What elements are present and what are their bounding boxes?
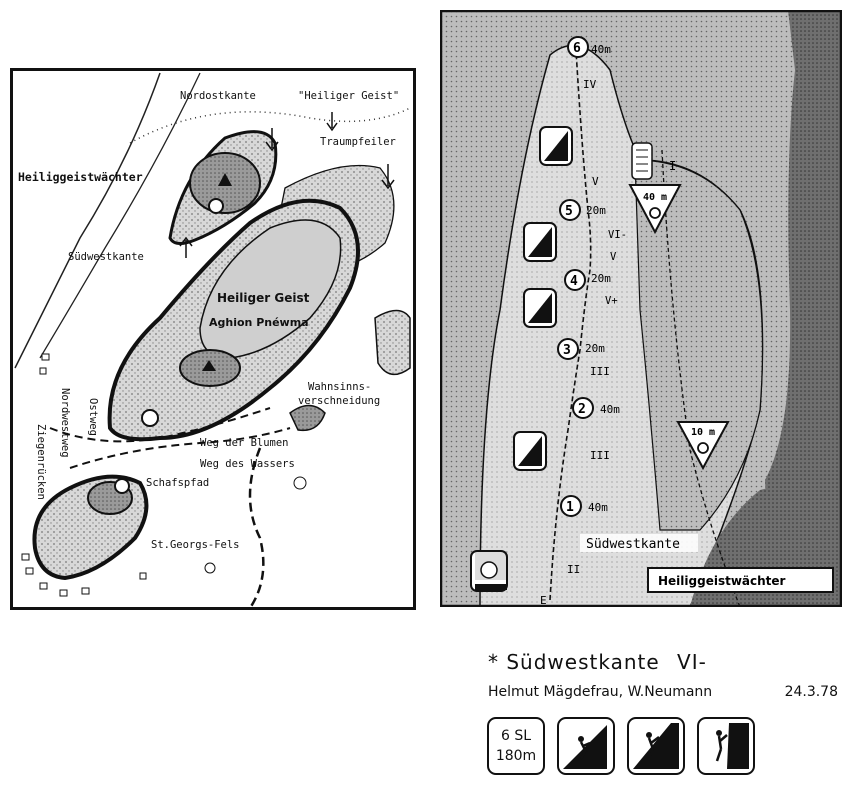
svg-text:5: 5 xyxy=(565,204,573,219)
route-length: 180m xyxy=(495,748,537,764)
sun-exposure-icon xyxy=(470,550,508,592)
label-ziegenruecken: Ziegenrücken xyxy=(35,424,47,500)
grade-ii: II xyxy=(567,563,580,576)
pitch-4: 4 20m xyxy=(564,269,611,291)
label-suedwestkante: Südwestkante xyxy=(68,251,144,263)
label-nordwestweg: Nordwestweg xyxy=(59,388,71,458)
svg-text:40m: 40m xyxy=(591,43,611,56)
topo-climb-icon-4 xyxy=(513,431,547,471)
pitch-6: 6 40m xyxy=(567,36,611,58)
svg-text:2: 2 xyxy=(578,402,586,417)
slab-climb-icon xyxy=(557,717,615,775)
route-date: 24.3.78 xyxy=(784,684,838,700)
route-star: * xyxy=(488,650,499,674)
svg-text:20m: 20m xyxy=(591,272,611,285)
grade-iii-lower: III xyxy=(590,449,610,462)
label-heiliggeistwaechter: Heiliggeistwächter xyxy=(18,170,143,184)
rappel-anchor-10m: 10 m xyxy=(676,421,730,471)
pitch-1: 1 40m xyxy=(560,495,608,517)
label-weg-des-wassers: Weg des Wassers xyxy=(200,458,295,470)
route-name: Südwestkante xyxy=(506,650,660,674)
pitch-2: 2 40m xyxy=(572,397,620,419)
label-heiliger-geist: Heiliger Geist xyxy=(217,291,310,305)
st-georgs-fels-rock xyxy=(32,474,149,581)
label-st-georgs-fels: St.Georgs-Fels xyxy=(151,539,240,551)
svg-text:40m: 40m xyxy=(600,403,620,416)
route-stats-box: 6 SL 180m xyxy=(487,717,545,775)
chimney-marker: I xyxy=(631,142,676,180)
grade-vi-minus: VI- xyxy=(608,229,627,241)
route-icons: 6 SL 180m xyxy=(487,717,755,775)
label-nordostkante: Nordostkante xyxy=(180,90,256,102)
route-authors-line: Helmut Mägdefrau, W.Neumann 24.3.78 xyxy=(488,684,838,700)
label-traumpfeiler: Traumpfeiler xyxy=(320,136,396,148)
grade-iv: IV xyxy=(583,78,597,91)
grade-v-upper: V xyxy=(592,175,599,188)
rappel-anchor-40m: 40 m xyxy=(628,184,682,235)
topo-route-label: Südwestkante xyxy=(586,537,680,552)
label-verschneidung: verschneidung xyxy=(298,395,380,407)
svg-text:6: 6 xyxy=(573,41,581,56)
route-authors: Helmut Mägdefrau, W.Neumann xyxy=(488,684,713,700)
heiliger-geist-rock xyxy=(107,198,360,442)
face-climb-icon xyxy=(627,717,685,775)
svg-text:40 m: 40 m xyxy=(643,192,667,203)
svg-text:1: 1 xyxy=(566,500,574,515)
route-topo: 40 m 10 m I 6 40m 5 20m 4 20m 3 20m 2 40… xyxy=(440,10,842,607)
start-marker: E xyxy=(540,594,547,607)
svg-text:4: 4 xyxy=(570,274,578,289)
svg-text:3: 3 xyxy=(563,343,571,358)
label-aghion-pnewma: Aghion Pnéwma xyxy=(209,316,309,329)
area-map: Nordostkante "Heiliger Geist" Traumpfeil… xyxy=(10,68,416,610)
crack-climb-icon xyxy=(697,717,755,775)
label-schafspfad: Schafspfad xyxy=(146,477,209,489)
pitch-3: 3 20m xyxy=(557,338,605,360)
label-weg-der-blumen: Weg der Blumen xyxy=(200,437,289,449)
route-grade: VI- xyxy=(677,650,707,674)
topo-climb-icon-2 xyxy=(523,222,557,262)
svg-text:20m: 20m xyxy=(585,342,605,355)
route-title: * Südwestkante VI- xyxy=(488,650,707,674)
grade-iii-upper: III xyxy=(590,365,610,378)
topo-climb-icon-1 xyxy=(539,126,573,166)
svg-text:10 m: 10 m xyxy=(691,427,715,438)
topo-peak-label: Heiliggeistwächter xyxy=(658,574,786,588)
heiliggeistwaechter-rock xyxy=(168,130,278,245)
grade-v-plus: V+ xyxy=(605,295,618,307)
svg-text:I: I xyxy=(669,159,676,173)
route-pitches: 6 SL xyxy=(500,728,532,744)
pitch-5: 5 20m xyxy=(559,199,606,221)
svg-text:40m: 40m xyxy=(588,501,608,514)
label-heiliger-geist-top: "Heiliger Geist" xyxy=(298,90,399,102)
grade-v-lower: V xyxy=(610,251,617,263)
topo-climb-icon-3 xyxy=(523,288,557,328)
svg-text:20m: 20m xyxy=(586,204,606,217)
label-ostweg: Ostweg xyxy=(87,398,99,436)
label-wahnsinns: Wahnsinns- xyxy=(308,381,371,393)
